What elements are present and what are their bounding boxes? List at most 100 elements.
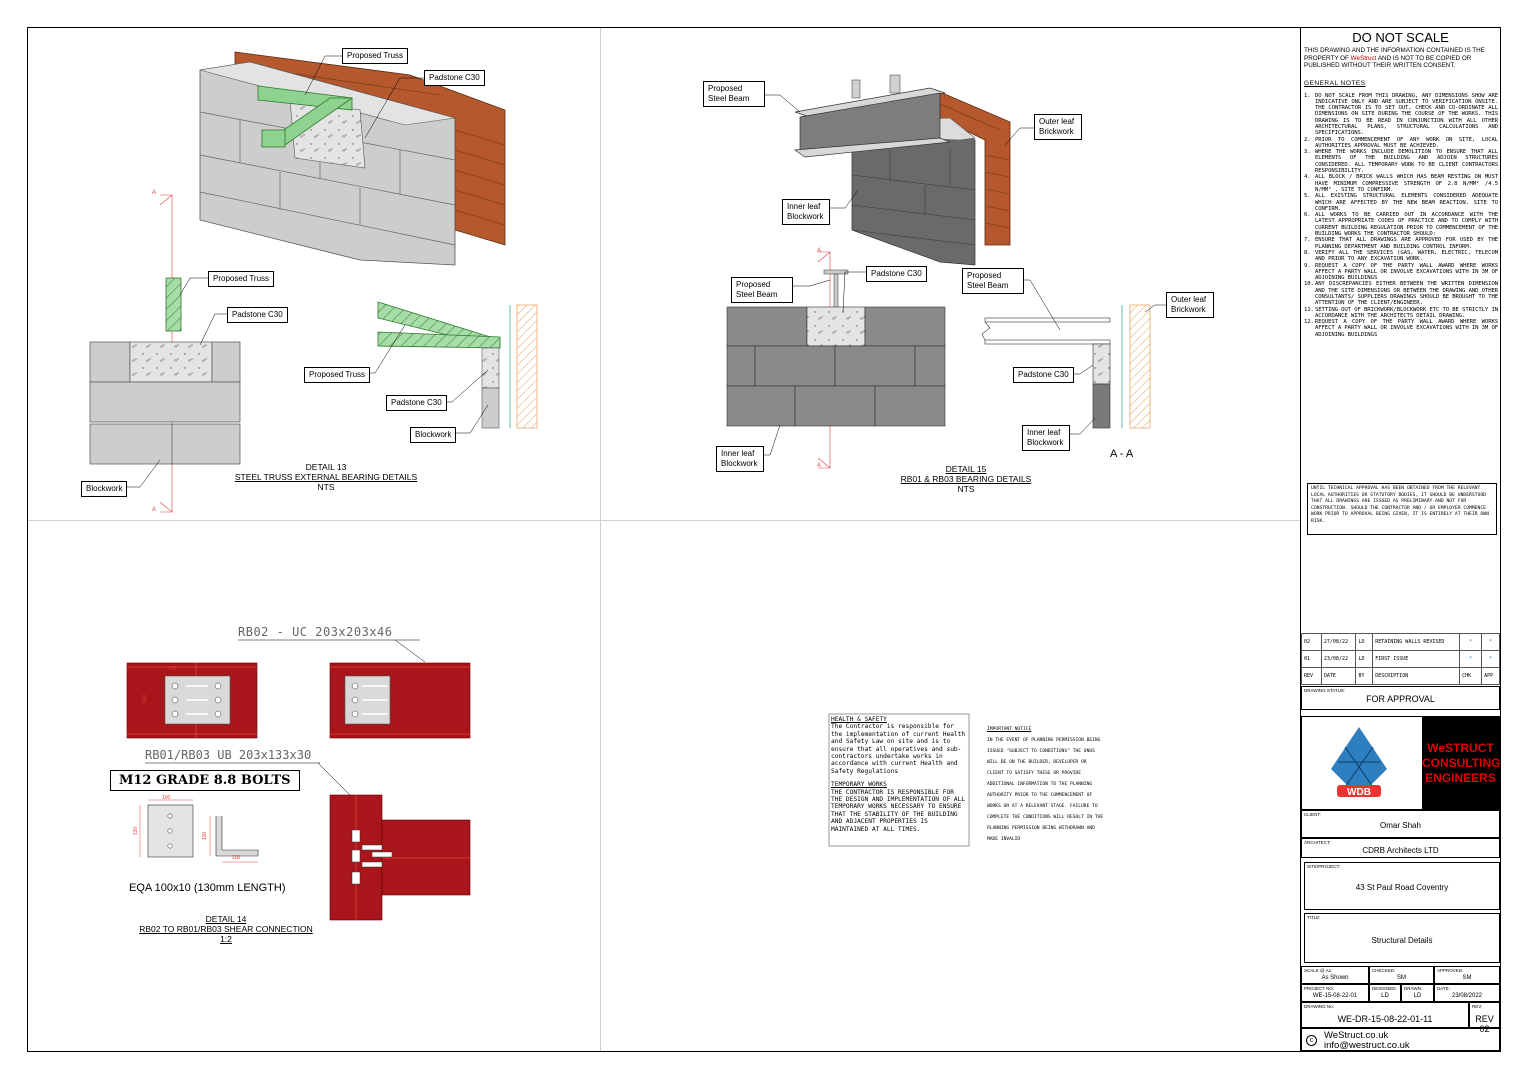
detail-14-title: DETAIL 14 RB02 TO RB01/RB03 SHEAR CONNEC…	[126, 914, 326, 944]
drawing-no-value: WE-DR-15-08-22-01-11	[1337, 1014, 1433, 1024]
panel-divider-horizontal	[28, 520, 1300, 521]
site-name: 43 St Paul Road Coventry	[1355, 883, 1449, 892]
bolts-label: M12 GRADE 8.8 BOLTS	[110, 770, 300, 791]
note-text: REQUEST A COPY OF THE PARTY WALL AWARD W…	[1315, 262, 1498, 282]
drawing-status-box: DRAWING STATUS: FOR APPROVAL	[1301, 686, 1500, 710]
callout-blockwork-section: Blockwork	[81, 481, 128, 497]
general-note-item: 1. DO NOT SCALE FROM THIS DRAWING, ANY DI…	[1304, 93, 1498, 137]
drawn-value: LD	[1413, 993, 1422, 999]
note-number: 8.	[1304, 249, 1311, 256]
note-number: 11.	[1304, 306, 1314, 313]
detail-15-number: DETAIL 15	[945, 464, 987, 474]
callout-proposed-truss-3d: Proposed Truss	[342, 48, 409, 64]
note-number: 2.	[1304, 136, 1311, 143]
title-block-divider	[1300, 28, 1301, 1051]
general-note-item: 5.ALL EXISTING STRUCTURAL ELEMENTS CONSI…	[1304, 193, 1498, 212]
website[interactable]: WeStruct.co.uk	[1324, 1030, 1389, 1041]
revision-header-row: REV DATE BY DESCRIPTION CHK APP	[1301, 667, 1500, 685]
callout-inner-leaf-section: Inner leaf Blockwork	[1022, 425, 1070, 451]
detail-15-name: RB01 & RB03 BEARING DETAILS	[900, 474, 1032, 484]
scale-value: As Shown	[1321, 975, 1349, 981]
rev-cell: REV: REV 02	[1469, 1002, 1500, 1034]
company-name-block: WeSTRUCT CONSULTING ENGINEERS	[1422, 717, 1501, 809]
general-note-item: 3.WHERE THE WORKS INCLUDE DEMOLITION TO …	[1304, 149, 1498, 174]
company-line-2: CONSULTING	[1422, 756, 1501, 770]
callout-inner-leaf-3d: Inner leaf Blockwork	[782, 199, 830, 225]
rev-value: REV 02	[1475, 1014, 1494, 1034]
drawing-sheet-border	[27, 27, 1501, 1052]
note-text: ALL WORKS TO BE CARRIED OUT IN ACCORDANC…	[1315, 212, 1498, 238]
revision-rev: 01	[1301, 650, 1322, 668]
desc-header: DESCRIPTION	[1372, 667, 1461, 685]
email[interactable]: info@westruct.co.uk	[1324, 1040, 1410, 1051]
note-text: ANY DISCREPANCIES EITHER BETWEEN THE WRI…	[1315, 281, 1498, 307]
client-label: CLIENT:	[1304, 812, 1321, 817]
dim-angle-height: 100	[202, 831, 209, 841]
callout-padstone-side: Padstone C30	[386, 395, 447, 411]
architect-name: CDRB Architects LTD	[1362, 846, 1439, 855]
note-number: 12.	[1304, 319, 1314, 326]
detail-14-number: DETAIL 14	[205, 914, 247, 924]
title-block: DO NOT SCALE THIS DRAWING AND THE INFORM…	[1301, 28, 1500, 1051]
detail-15-scale: NTS	[957, 484, 975, 494]
important-notice-body: IN THE EVENT OF PLANNING PERMISSION BEIN…	[987, 738, 1104, 842]
health-safety-block: HEALTH & SAFETY The Contractor is respon…	[831, 716, 967, 833]
note-text: PRIOR TO COMMENCEMENT OF ANY WORK ON SIT…	[1315, 136, 1498, 149]
note-number: 1.	[1304, 92, 1311, 99]
dim-angle-width: 100	[232, 855, 241, 861]
app-header: APP	[1481, 667, 1500, 685]
title-box: TITLE: Structural Details	[1304, 913, 1500, 963]
callout-steel-beam-3d: Proposed Steel Beam	[703, 81, 765, 107]
revision-date: 23/08/22	[1320, 650, 1357, 668]
general-note-item: 12.REQUEST A COPY OF THE PARTY WALL AWAR…	[1304, 319, 1498, 338]
note-number: 6.	[1304, 212, 1311, 219]
revision-date: 27/08/22	[1320, 633, 1357, 651]
revision-rev: 02	[1301, 633, 1322, 651]
general-note-item: 6. ALL WORKS TO BE CARRIED OUT IN ACCORDA…	[1304, 212, 1498, 237]
general-note-item: 7.ENSURE THAT ALL DRAWINGS ARE APPROVED …	[1304, 237, 1498, 250]
general-note-item: 2. PRIOR TO COMMENCEMENT OF ANY WORK ON S…	[1304, 137, 1498, 150]
revision-app: *	[1481, 650, 1500, 668]
note-number: 7.	[1304, 237, 1311, 244]
date-value: 23/08/2022	[1451, 993, 1483, 999]
general-note-item: 4.ALL BLOCK / BRICK WALLS WHICH HAS BEAM…	[1304, 174, 1498, 193]
checked-label: CHECKED:	[1372, 968, 1396, 973]
section-label-aa: A - A	[1110, 448, 1134, 460]
approval-notice: UNTIL TECHNICAL APPROVAL HAS BEEN OBTAIN…	[1307, 483, 1497, 535]
site-label: SITE/PROJECT:	[1307, 864, 1341, 869]
temporary-works-heading: TEMPORARY WORKS	[831, 781, 887, 789]
health-safety-heading: HEALTH & SAFETY	[831, 716, 887, 723]
callout-padstone-section-15: Padstone C30	[1013, 367, 1074, 383]
revision-desc: RETAINING WALLS REVISED	[1372, 633, 1461, 651]
logo-text: WDB	[1347, 787, 1371, 798]
note-text: SETTING OUT OF BRICKWORK/BLOCKWORK ETC T…	[1315, 306, 1498, 319]
general-note-item: 10.ANY DISCREPANCIES EITHER BETWEEN THE …	[1304, 281, 1498, 306]
detail-14-scale: 1:2	[220, 934, 232, 944]
revision-by: LD	[1355, 650, 1374, 668]
dim-web-top: 100	[168, 666, 177, 672]
general-note-item: 9.REQUEST A COPY OF THE PARTY WALL AWARD…	[1304, 263, 1498, 282]
rb02-label: RB02 - UC 203x203x46	[238, 625, 393, 639]
general-notes-heading: GENERAL NOTES	[1304, 79, 1366, 87]
approved-label: APPROVED:	[1437, 968, 1464, 973]
property-text-2: AND IS NOT TO BE COPIED OR PUBLISHED WIT…	[1304, 54, 1472, 70]
callout-proposed-truss-section: Proposed Truss	[208, 271, 275, 287]
dim-web-side: 100	[142, 694, 149, 704]
scale-cell: SCALE @ A1: As Shown	[1301, 966, 1369, 984]
architect-box: ARCHITECT: CDRB Architects LTD	[1301, 838, 1500, 858]
approved-cell: APPROVED: SM	[1434, 966, 1500, 984]
copyright-icon: c	[1306, 1035, 1317, 1046]
revision-by: LD	[1355, 633, 1374, 651]
callout-outer-leaf-3d: Outer leaf Brickwork	[1034, 114, 1082, 140]
note-text: DO NOT SCALE FROM THIS DRAWING, ANY DIME…	[1315, 92, 1498, 137]
callout-padstone-section: Padstone C30	[227, 307, 288, 323]
date-cell: DATE: 23/08/2022	[1434, 984, 1500, 1002]
section-mark-15-top: A	[817, 248, 822, 254]
date-header: DATE	[1320, 667, 1357, 685]
important-notice-heading: IMPORTANT NOTICE	[987, 727, 1032, 732]
chk-header: CHK	[1459, 667, 1483, 685]
property-notice: THIS DRAWING AND THE INFORMATION CONTAIN…	[1301, 45, 1500, 72]
checked-value: SM	[1397, 975, 1406, 981]
